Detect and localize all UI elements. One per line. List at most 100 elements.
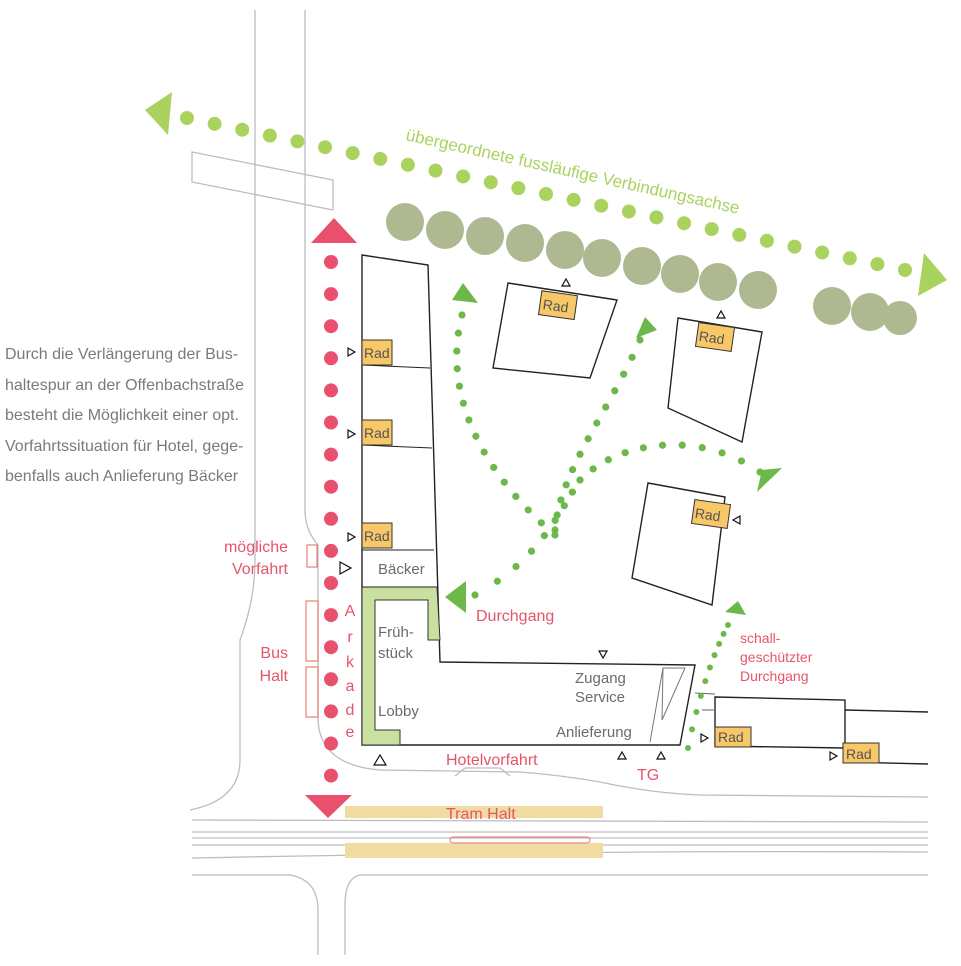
dot bbox=[698, 444, 706, 452]
dot bbox=[324, 287, 338, 302]
dot bbox=[512, 492, 520, 500]
dot bbox=[560, 502, 568, 510]
dot bbox=[568, 488, 577, 496]
dot bbox=[697, 692, 704, 699]
dot bbox=[718, 449, 726, 457]
dot bbox=[815, 245, 830, 260]
dot bbox=[589, 465, 597, 473]
dot bbox=[611, 387, 619, 395]
dot bbox=[490, 463, 498, 472]
svg-text:Rad: Rad bbox=[846, 746, 872, 762]
axis-arrow-left-icon bbox=[145, 92, 172, 135]
svg-text:Rad: Rad bbox=[694, 505, 722, 524]
label-schall: schall- bbox=[740, 630, 781, 646]
trees bbox=[386, 203, 917, 335]
dot bbox=[576, 476, 584, 484]
label-arkade: d bbox=[346, 702, 355, 719]
label-moegliche: mögliche bbox=[224, 539, 288, 556]
dot bbox=[465, 416, 473, 424]
dot bbox=[324, 543, 338, 558]
dot bbox=[628, 353, 636, 361]
dot bbox=[537, 519, 545, 527]
dot bbox=[324, 608, 338, 623]
dot bbox=[720, 630, 727, 637]
dot bbox=[870, 257, 885, 272]
dot bbox=[693, 708, 700, 715]
dot bbox=[483, 175, 498, 190]
dot bbox=[511, 181, 526, 196]
dot bbox=[594, 198, 609, 213]
dot bbox=[620, 370, 628, 378]
room-fruehstueck: stück bbox=[378, 645, 414, 662]
dot bbox=[636, 336, 644, 344]
dot bbox=[290, 134, 305, 149]
svg-text:Rad: Rad bbox=[542, 296, 570, 315]
route-arrow-up-icon bbox=[311, 218, 357, 243]
description-line: Vorfahrtssituation für Hotel, gege- bbox=[5, 437, 244, 455]
dot bbox=[207, 116, 222, 131]
dot bbox=[602, 403, 610, 411]
label-bus: Bus bbox=[260, 645, 288, 662]
bike-parking-2: Rad bbox=[361, 419, 393, 446]
dot bbox=[593, 419, 601, 427]
label-arkade: a bbox=[346, 678, 355, 695]
dot bbox=[324, 576, 338, 590]
bus-route bbox=[324, 255, 338, 783]
label-durchgang: Durchgang bbox=[476, 608, 554, 625]
dot bbox=[584, 435, 592, 443]
dot bbox=[324, 447, 338, 462]
dot bbox=[704, 222, 719, 237]
dot bbox=[324, 479, 338, 494]
svg-text:Rad: Rad bbox=[364, 345, 390, 361]
bike-parking-3: Rad bbox=[361, 522, 393, 549]
bike-parking-6: Rad bbox=[690, 499, 732, 529]
description-line: haltespur an der Offenbachstraße bbox=[5, 376, 244, 394]
dot bbox=[689, 726, 696, 733]
tram-icon bbox=[449, 836, 591, 844]
dot bbox=[453, 347, 461, 355]
room-anlieferung: Anlieferung bbox=[556, 724, 632, 741]
dot bbox=[324, 415, 338, 430]
dot bbox=[453, 365, 461, 373]
dot bbox=[262, 128, 277, 143]
dot bbox=[472, 432, 480, 440]
dot bbox=[345, 146, 360, 161]
bridge bbox=[191, 151, 334, 211]
bike-parking-5: Rad bbox=[694, 322, 736, 352]
path-arrow-icon bbox=[636, 317, 657, 338]
label-arkade: A bbox=[345, 603, 356, 620]
dot bbox=[604, 456, 612, 464]
dot bbox=[324, 640, 338, 655]
svg-text:Rad: Rad bbox=[718, 729, 744, 745]
description-line: besteht die Möglichkeit einer opt. bbox=[5, 407, 239, 424]
ramp bbox=[649, 667, 686, 743]
dot bbox=[480, 448, 488, 456]
dot bbox=[500, 478, 508, 486]
dot bbox=[576, 450, 584, 458]
dot bbox=[621, 449, 629, 457]
label-tg: TG bbox=[637, 767, 659, 784]
bike-parking-4: Rad bbox=[537, 290, 579, 321]
svg-text:Rad: Rad bbox=[364, 528, 390, 544]
bike-parking-7: Rad bbox=[714, 726, 752, 748]
dot bbox=[759, 233, 774, 248]
svg-text:Rad: Rad bbox=[364, 425, 390, 441]
dot bbox=[324, 768, 338, 783]
dot bbox=[324, 255, 338, 269]
green-paths bbox=[453, 311, 764, 751]
dot bbox=[324, 736, 338, 751]
dot bbox=[568, 466, 577, 474]
dot bbox=[324, 319, 338, 334]
dot bbox=[454, 329, 462, 337]
label-arkade: e bbox=[346, 724, 355, 741]
bus-icons bbox=[305, 544, 319, 718]
dot bbox=[737, 457, 746, 465]
label-schall: Durchgang bbox=[740, 668, 809, 684]
dot bbox=[318, 140, 333, 155]
description-text: Durch die Verlängerung der Bus- haltespu… bbox=[5, 340, 305, 493]
route-arrow-down-icon bbox=[305, 795, 352, 818]
dot bbox=[678, 441, 686, 449]
dot bbox=[658, 441, 667, 449]
dot bbox=[649, 210, 664, 225]
